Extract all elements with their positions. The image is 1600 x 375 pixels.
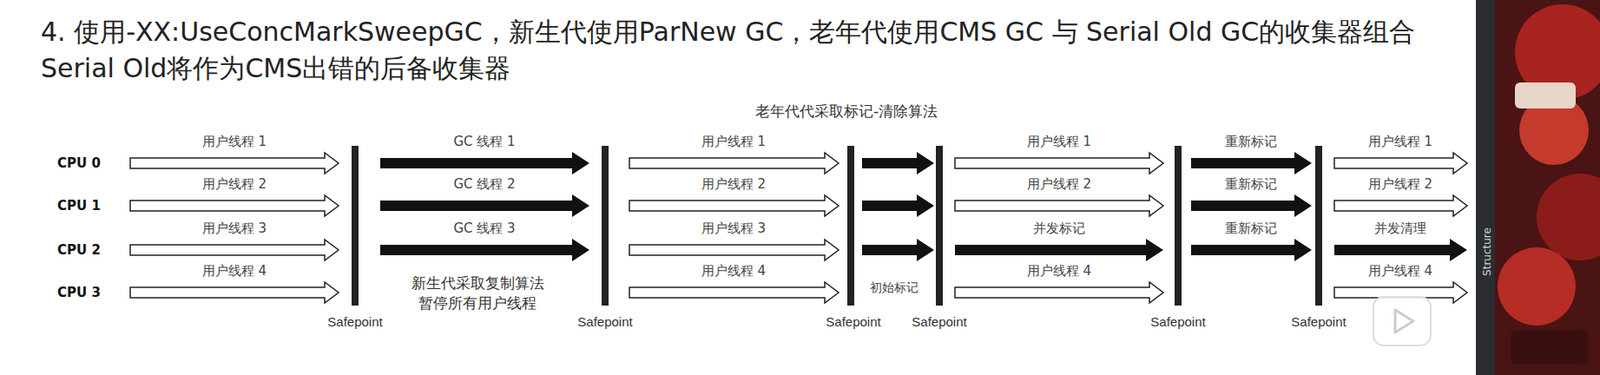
label-holder: 用户线程 3 [202, 219, 267, 237]
timeline-label: 用户线程 4 [1368, 263, 1433, 279]
page-title: 4. 使用-XX:UseConcMarkSweepGC，新生代使用ParNew … [40, 13, 1465, 87]
label-holder: 用户线程 2 [202, 175, 267, 192]
label-holder: 用户线程 2 [701, 175, 766, 192]
label-holder: Safepoint [327, 313, 382, 330]
timeline-label: 用户线程 1 [202, 134, 267, 150]
label-holder: 用户线程 2 [1368, 175, 1433, 192]
sidebar-tab: Structure [1481, 227, 1495, 277]
label-holder: 用户线程 1 [701, 132, 766, 150]
label-holder: Safepoint [825, 313, 881, 330]
user-thread-arrows [130, 152, 1468, 303]
timeline-label: Safepoint [825, 314, 881, 330]
label-holder: Safepoint [1150, 313, 1205, 330]
label-holder: 用户线程 4 [701, 262, 766, 279]
safepoint-barriers [351, 145, 1323, 306]
label-holder: 用户线程 4 [1368, 262, 1433, 279]
label-holder: GC 线程 1 [453, 132, 515, 150]
label-holder: CPU 1 [57, 197, 101, 214]
label-holder: GC 线程 2 [453, 175, 515, 192]
timeline-label: 用户线程 2 [701, 177, 766, 192]
label-holder: 老年代代采取标记-清除算法 [755, 103, 938, 121]
timeline-label: GC 线程 1 [453, 134, 515, 150]
label-holder: Safepoint [911, 313, 967, 330]
timeline-label: 重新标记 [1224, 134, 1278, 150]
timeline-label: GC 线程 3 [453, 221, 515, 237]
timeline-label: 暂停所有用户线程 [418, 295, 537, 313]
play-button [1373, 296, 1431, 346]
ide-sidebar [1475, 0, 1600, 375]
label-holder: 初始标记 [869, 278, 919, 296]
label-holder: 用户线程 1 [1027, 132, 1092, 150]
label-holder: 用户线程 3 [701, 219, 766, 237]
timeline-label: CPU 0 [57, 156, 101, 172]
timeline-label: CPU 2 [57, 243, 101, 258]
label-holder: CPU 0 [57, 154, 101, 172]
timeline-label: 用户线程 3 [701, 221, 766, 237]
timeline-label: Safepoint [1150, 314, 1205, 330]
timeline-label: 用户线程 2 [1368, 177, 1433, 192]
timeline-label: 用户线程 2 [202, 177, 267, 192]
timeline-label: GC 线程 2 [453, 177, 515, 192]
timeline-label: 重新标记 [1224, 177, 1278, 192]
section-note: 老年代代采取标记-清除算法 [755, 103, 938, 121]
label-holder: 新生代采取复制算法 [411, 275, 545, 293]
label-holder: Structure [1477, 227, 1495, 277]
label-holder: 暂停所有用户线程 [418, 295, 537, 313]
label-holder: 重新标记 [1224, 175, 1278, 192]
label-holder: Safepoint [1290, 313, 1346, 330]
gc-thread-arrows [380, 151, 1468, 262]
label-holder: 用户线程 4 [202, 262, 267, 279]
timeline-label: 新生代采取复制算法 [411, 275, 545, 293]
label-holder: 并发标记 [1033, 219, 1086, 237]
label-holder: 重新标记 [1224, 219, 1278, 237]
timeline-label: Safepoint [577, 314, 633, 330]
label-holder: 并发清理 [1374, 219, 1427, 237]
timeline-label: 用户线程 4 [701, 263, 766, 279]
timeline-label: CPU 3 [57, 285, 101, 301]
timeline-label: 用户线程 4 [1027, 263, 1092, 279]
timeline-label: 初始标记 [869, 280, 919, 295]
label-holder: 重新标记 [1224, 132, 1278, 150]
timeline-label: Safepoint [327, 314, 382, 330]
label-holder: Safepoint [577, 313, 633, 330]
label-holder: CPU 2 [57, 241, 101, 258]
label-holder: 用户线程 4 [1027, 262, 1092, 279]
label-holder: 用户线程 1 [1368, 132, 1433, 150]
timeline-label: 并发清理 [1374, 221, 1427, 237]
timeline-label: 用户线程 2 [1027, 177, 1092, 192]
timeline-label: 用户线程 3 [202, 221, 267, 237]
label-holder: GC 线程 3 [453, 219, 515, 237]
label-holder: 用户线程 1 [202, 132, 267, 150]
label-holder: CPU 3 [57, 283, 101, 301]
timeline-label: Safepoint [1290, 314, 1346, 330]
timeline-label: 用户线程 1 [1368, 134, 1433, 150]
timeline-label: 并发标记 [1033, 221, 1086, 237]
timeline-label: 用户线程 1 [1027, 134, 1092, 150]
timeline-label: CPU 1 [57, 198, 101, 214]
timeline-label: 用户线程 1 [701, 134, 766, 150]
timeline-label: 用户线程 4 [202, 263, 267, 279]
timeline-label: 重新标记 [1224, 221, 1278, 237]
timeline-label: Safepoint [911, 314, 967, 330]
label-holder: 用户线程 2 [1027, 175, 1092, 192]
